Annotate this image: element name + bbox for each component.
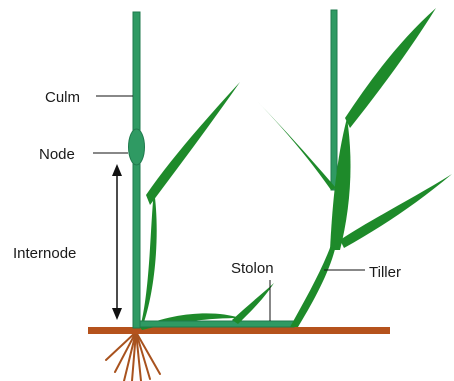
- leaf-blade: [232, 283, 274, 324]
- leaf-sheath: [140, 190, 157, 328]
- tiller-base: [290, 245, 336, 327]
- leaf-blade: [340, 174, 452, 248]
- leaf-blade: [256, 100, 336, 190]
- roots: [106, 332, 160, 381]
- label-node: Node: [39, 146, 75, 163]
- tiller-culm: [331, 10, 337, 190]
- leaf-blade: [146, 82, 240, 205]
- label-stolon: Stolon: [231, 260, 274, 277]
- root: [106, 332, 136, 360]
- label-culm: Culm: [45, 89, 80, 106]
- culm-stem: [133, 12, 140, 328]
- internode-arrow: [112, 164, 122, 320]
- leaf-blade: [345, 8, 436, 128]
- node-swelling: [129, 129, 145, 165]
- label-tiller: Tiller: [369, 264, 401, 281]
- label-internode: Internode: [13, 245, 76, 262]
- stolon-runner: [140, 321, 294, 327]
